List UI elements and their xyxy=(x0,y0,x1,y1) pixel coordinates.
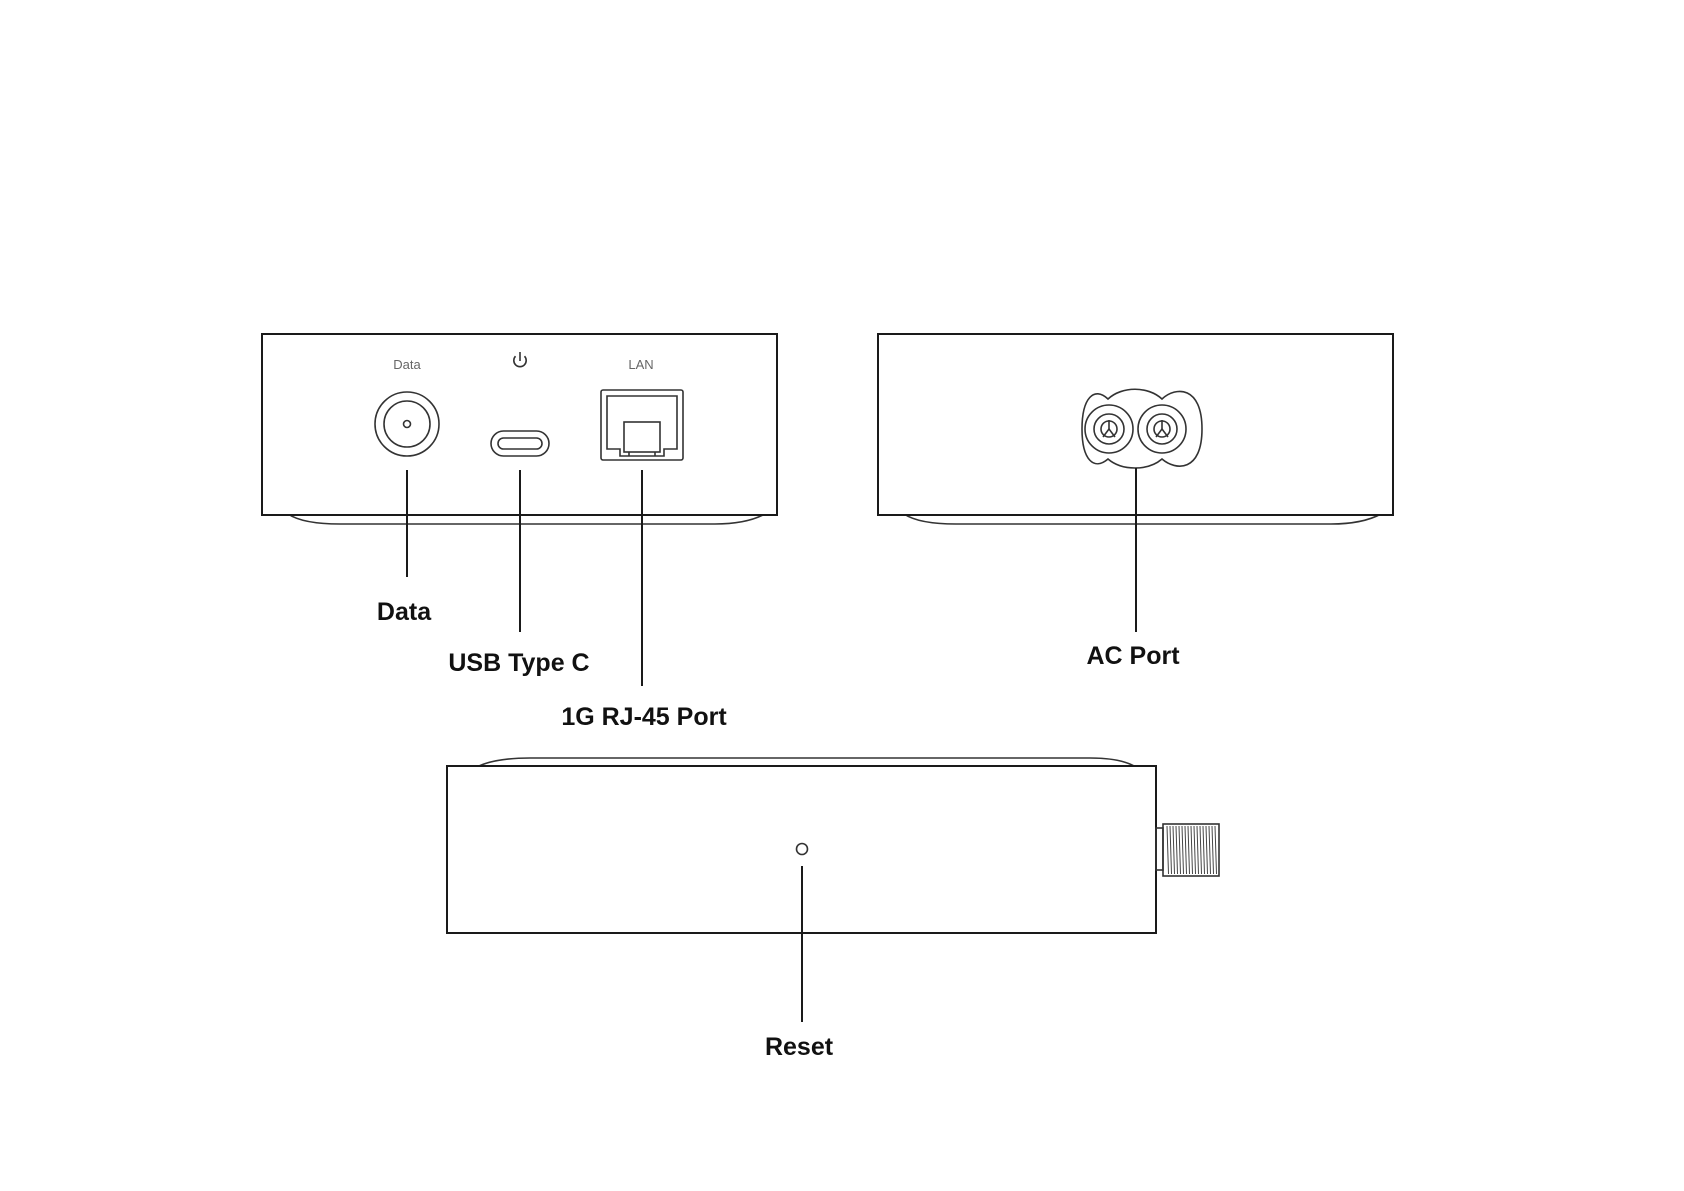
callout-rj45: 1G RJ-45 Port xyxy=(561,703,727,731)
connector-thread-ridge xyxy=(1215,826,1217,874)
connector-thread-ridge xyxy=(1212,826,1214,874)
connector-thread-ridge xyxy=(1182,826,1184,874)
connector-thread-ridge xyxy=(1170,826,1172,874)
connector-thread-ridge xyxy=(1191,826,1193,874)
connector-thread-ridge xyxy=(1194,826,1196,874)
callout-usb-type-c: USB Type C xyxy=(448,649,589,677)
callout-ac-port: AC Port xyxy=(1086,642,1180,670)
connector-thread-ridge xyxy=(1179,826,1181,874)
connector-thread-ridge xyxy=(1173,826,1175,874)
side-view-top-lip xyxy=(479,758,1134,766)
coax-threaded-connector xyxy=(1156,824,1219,876)
back-view: AC Port xyxy=(878,334,1393,670)
connector-thread-ridge xyxy=(1197,826,1199,874)
connector-thread-ridge xyxy=(1176,826,1178,874)
connector-thread-ridge xyxy=(1203,826,1205,874)
connector-thread-ridge xyxy=(1188,826,1190,874)
front-printed-label-lan: LAN xyxy=(628,357,653,372)
connector-thread-ridge xyxy=(1200,826,1202,874)
connector-thread-ridge xyxy=(1167,826,1169,874)
front-printed-label-data: Data xyxy=(393,357,421,372)
callout-reset: Reset xyxy=(765,1033,834,1061)
callout-data: Data xyxy=(377,598,432,626)
connector-thread-ridge xyxy=(1185,826,1187,874)
connector-thread-ridge xyxy=(1206,826,1208,874)
side-view: Reset xyxy=(447,758,1219,1061)
front-view: Data LAN Data xyxy=(262,334,777,731)
connector-thread-ridge xyxy=(1209,826,1211,874)
